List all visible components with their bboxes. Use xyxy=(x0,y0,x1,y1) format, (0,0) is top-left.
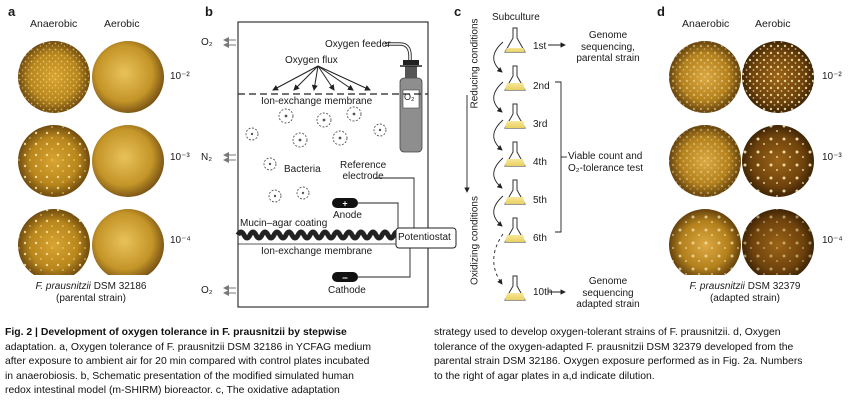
flask-5th xyxy=(504,179,526,205)
svg-text:+: + xyxy=(342,199,347,209)
label-membrane-bottom: Ion-exchange membrane xyxy=(261,246,373,257)
label-n2: N₂ xyxy=(201,152,213,163)
caption-left-line-5: redox intestinal model (m-SHIRM) bioreac… xyxy=(5,385,340,397)
label-genome-adapted: Genome sequencing adapted strain xyxy=(570,276,646,311)
label-o2-top: O₂ xyxy=(201,37,213,48)
label-oxygen-flux: Oxygen flux xyxy=(285,55,338,66)
step-10th: 10th xyxy=(533,287,553,298)
flask-group xyxy=(504,27,526,301)
panel-a-caption: F. prausnitzii DSM 32186 (parental strai… xyxy=(6,281,176,305)
panel-a-plates xyxy=(18,41,164,275)
step-5th: 5th xyxy=(533,195,547,206)
panel-a-strain: DSM 32186 xyxy=(93,281,147,292)
label-membrane-top: Ion-exchange membrane xyxy=(261,96,373,107)
label-viable-count: Viable count and O₂-tolerance test xyxy=(568,151,643,175)
caption-right-line-3: parental strain DSM 32186. Oxygen exposu… xyxy=(434,356,803,368)
plate-a-aerobic-3 xyxy=(92,209,164,275)
panel-a-strain-note: (parental strain) xyxy=(55,293,127,304)
panel-d-species: F. prausnitzii xyxy=(689,281,745,292)
panel-d-letter: d xyxy=(657,4,665,19)
potentiostat-box xyxy=(395,227,457,249)
panel-a-species: F. prausnitzii xyxy=(35,281,91,292)
label-reference-line-1: Reference xyxy=(340,160,387,171)
step-3rd: 3rd xyxy=(533,119,548,130)
bacteria-icons xyxy=(245,106,387,203)
viable-line-2: O₂-tolerance test xyxy=(568,163,644,174)
caption-right-line-2: tolerance of the oxygen-adapted F. praus… xyxy=(434,341,794,353)
plate-a-aerobic-1 xyxy=(92,41,164,113)
label-reference-line-2: electrode xyxy=(342,171,384,182)
label-bacteria: Bacteria xyxy=(284,164,321,175)
panel-b-bioreactor-diagram: + – xyxy=(223,21,457,308)
anode-electrode xyxy=(332,198,358,208)
genome-adapted-line-1: Genome xyxy=(588,276,628,287)
genome-adapted-line-3: adapted strain xyxy=(576,299,640,310)
genome-parental-line-2: sequencing, xyxy=(581,41,635,53)
label-cathode: Cathode xyxy=(328,285,366,296)
panel-d-dilution-1: 10⁻² xyxy=(822,71,842,82)
panel-a-dilution-1: 10⁻² xyxy=(170,71,190,82)
figure-caption-right: strategy used to develop oxygen-tolerant… xyxy=(434,326,854,384)
flask-4th xyxy=(504,141,526,167)
label-o2-tank: O₂ xyxy=(404,92,415,102)
genome-adapted-line-2: sequencing xyxy=(582,287,634,299)
caption-left-line-1: Fig. 2 | Development of oxygen tolerance… xyxy=(5,327,347,338)
oxygen-tank xyxy=(399,77,423,153)
panel-a-letter: a xyxy=(8,4,16,19)
panel-d-aerobic-label: Aerobic xyxy=(755,18,791,30)
panel-c-adaptation-diagram xyxy=(464,27,567,301)
flask-1st xyxy=(504,27,526,53)
panel-d-dilution-3: 10⁻⁴ xyxy=(822,235,843,246)
figure-caption-left: Fig. 2 | Development of oxygen tolerance… xyxy=(5,326,425,399)
caption-left-line-3: after exposure to ambient air for 20 min… xyxy=(5,356,370,368)
label-reference-electrode: Reference electrode xyxy=(340,160,386,182)
panel-c-letter: c xyxy=(454,4,462,19)
label-potentiostat: Potentiostat xyxy=(398,232,451,243)
panel-d-caption: F. prausnitzii DSM 32379 (adapted strain… xyxy=(660,281,830,305)
svg-text:–: – xyxy=(342,273,348,284)
viable-line-1: Viable count and xyxy=(568,151,643,162)
label-mucin-agar: Mucin–agar coating xyxy=(240,218,328,229)
label-genome-parental: Genome sequencing, parental strain xyxy=(570,30,646,65)
step-2nd: 2nd xyxy=(533,81,550,92)
plate-a-aerobic-2 xyxy=(92,125,164,197)
panel-d-strain: DSM 32379 xyxy=(747,281,801,292)
caption-left-line-2: adaptation. a, Oxygen tolerance of F. pr… xyxy=(5,341,371,353)
panel-d-dilution-2: 10⁻³ xyxy=(822,152,842,163)
label-reducing-conditions: Reducing conditions xyxy=(469,18,481,109)
panel-a-dilution-3: 10⁻⁴ xyxy=(170,235,191,246)
flask-10th xyxy=(504,275,526,301)
step-6th: 6th xyxy=(533,233,547,244)
step-4th: 4th xyxy=(533,157,547,168)
panel-d-plates xyxy=(669,41,814,275)
flask-2nd xyxy=(504,65,526,91)
panel-a-dilution-2: 10⁻³ xyxy=(170,152,190,163)
flask-3rd xyxy=(504,103,526,129)
panel-a-aerobic-label: Aerobic xyxy=(104,18,140,30)
label-oxygen-feeder: Oxygen feeder xyxy=(325,39,391,50)
step-1st: 1st xyxy=(533,41,547,52)
label-o2-bottom: O₂ xyxy=(201,285,213,296)
panel-b-letter: b xyxy=(205,4,213,19)
cathode-electrode xyxy=(332,272,358,282)
panel-d-strain-note: (adapted strain) xyxy=(709,293,781,304)
genome-parental-line-1: Genome xyxy=(588,30,628,41)
panel-a-anaerobic-label: Anaerobic xyxy=(30,18,78,30)
genome-parental-line-3: parental strain xyxy=(576,53,640,64)
caption-right-line-4: to the right of agar plates in a,d indic… xyxy=(434,370,655,382)
caption-left-line-4: in anaerobiosis. b, Schematic presentati… xyxy=(5,370,354,382)
panel-d-anaerobic-label: Anaerobic xyxy=(682,18,730,30)
label-oxidizing-conditions: Oxidizing conditions xyxy=(469,196,481,285)
label-subculture: Subculture xyxy=(492,12,540,23)
caption-right-line-1: strategy used to develop oxygen-tolerant… xyxy=(434,327,781,338)
label-anode: Anode xyxy=(333,210,362,221)
flask-6th xyxy=(504,217,526,243)
